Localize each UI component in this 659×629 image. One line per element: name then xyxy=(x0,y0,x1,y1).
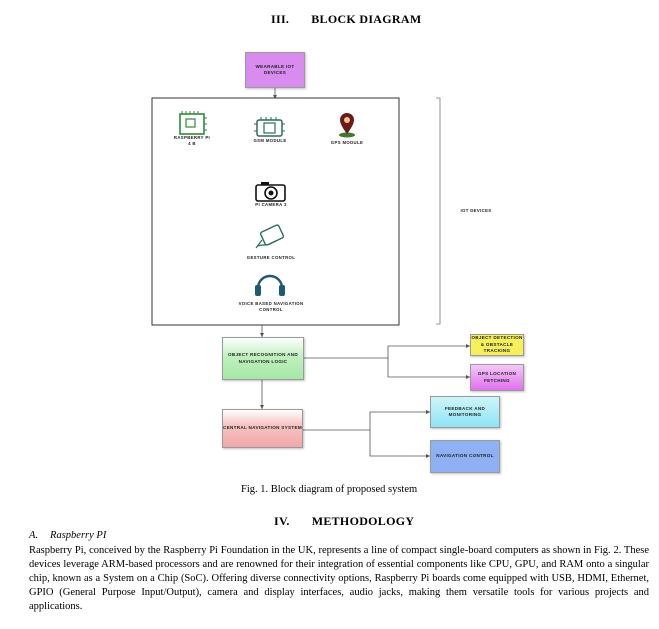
gps-pin-icon xyxy=(339,113,355,138)
gsm-module-text: GSM module xyxy=(253,138,287,143)
arrow-to-object-detection xyxy=(304,344,470,359)
pi-camera-label: Pi Camera 3 xyxy=(240,202,302,208)
arrow-to-feedback xyxy=(303,410,430,431)
central-navigation-label: Central Navigation System xyxy=(223,425,302,431)
figure-caption: Fig. 1. Block diagram of proposed system xyxy=(241,484,418,495)
gesture-control-label: Gesture control xyxy=(232,255,310,261)
object-detection-box: Object Detection & Obstacle Tracking xyxy=(470,334,524,356)
object-recognition-label: Object Recognition and Navigation Logic xyxy=(228,352,298,364)
arrow-to-gps-fetch xyxy=(387,358,470,379)
voice-navigation-label: Voice based navigation control xyxy=(232,301,310,313)
object-recognition-box: Object Recognition and Navigation Logic xyxy=(222,337,304,380)
section-title: BLOCK DIAGRAM xyxy=(311,12,422,26)
voice-navigation-text: Voice based navigation control xyxy=(238,301,304,312)
gesture-control-icon xyxy=(255,224,285,249)
subsection-title: Raspberry PI xyxy=(50,530,107,541)
navigation-control-label: Navigation Control xyxy=(436,453,494,459)
section-heading-methodology: IV. METHODOLOGY xyxy=(274,514,414,529)
gsm-module-label: GSM module xyxy=(240,138,300,144)
central-navigation-box: Central Navigation System xyxy=(222,409,303,448)
iot-devices-text: IoT Devices xyxy=(460,208,492,213)
iot-brace xyxy=(436,97,441,325)
section-heading-block-diagram: III. BLOCK DIAGRAM xyxy=(271,12,421,27)
wearable-label: Wearable IoT devices xyxy=(255,63,295,76)
gps-fetch-label: GPS Location Fetching xyxy=(477,371,517,383)
arrow-to-navigation-control xyxy=(369,430,430,458)
feedback-label: Feedback and Monitoring xyxy=(444,405,486,418)
body-paragraph: Raspberry Pi, conceived by the Raspberry… xyxy=(29,545,649,612)
section-number: IV. xyxy=(274,514,290,528)
iot-devices-label: IoT Devices xyxy=(456,208,496,214)
feedback-box: Feedback and Monitoring xyxy=(430,396,500,428)
object-detection-label: Object Detection & Obstacle Tracking xyxy=(471,335,523,354)
pi-camera-text: Pi Camera 3 xyxy=(255,202,287,207)
subsection-letter: A. xyxy=(29,530,39,541)
gsm-module-icon xyxy=(254,117,285,137)
subsection-heading: A. Raspberry PI xyxy=(29,530,106,541)
raspberry-pi-icon xyxy=(179,111,207,135)
section-number: III. xyxy=(271,12,290,26)
wearable-iot-box: Wearable IoT devices xyxy=(245,52,305,88)
gesture-control-text: Gesture control xyxy=(246,255,296,260)
section-title: METHODOLOGY xyxy=(311,514,415,528)
gps-module-text: GPS module xyxy=(330,140,364,145)
headphones-icon xyxy=(255,274,285,296)
gps-module-label: GPS module xyxy=(322,140,372,146)
gps-fetch-box: GPS Location Fetching xyxy=(470,364,524,391)
navigation-control-box: Navigation Control xyxy=(430,440,500,473)
raspberry-pi-label: Raspberry Pi 4 B xyxy=(172,135,212,147)
raspberry-pi-text: Raspberry Pi 4 B xyxy=(173,135,211,146)
camera-icon xyxy=(255,182,286,202)
